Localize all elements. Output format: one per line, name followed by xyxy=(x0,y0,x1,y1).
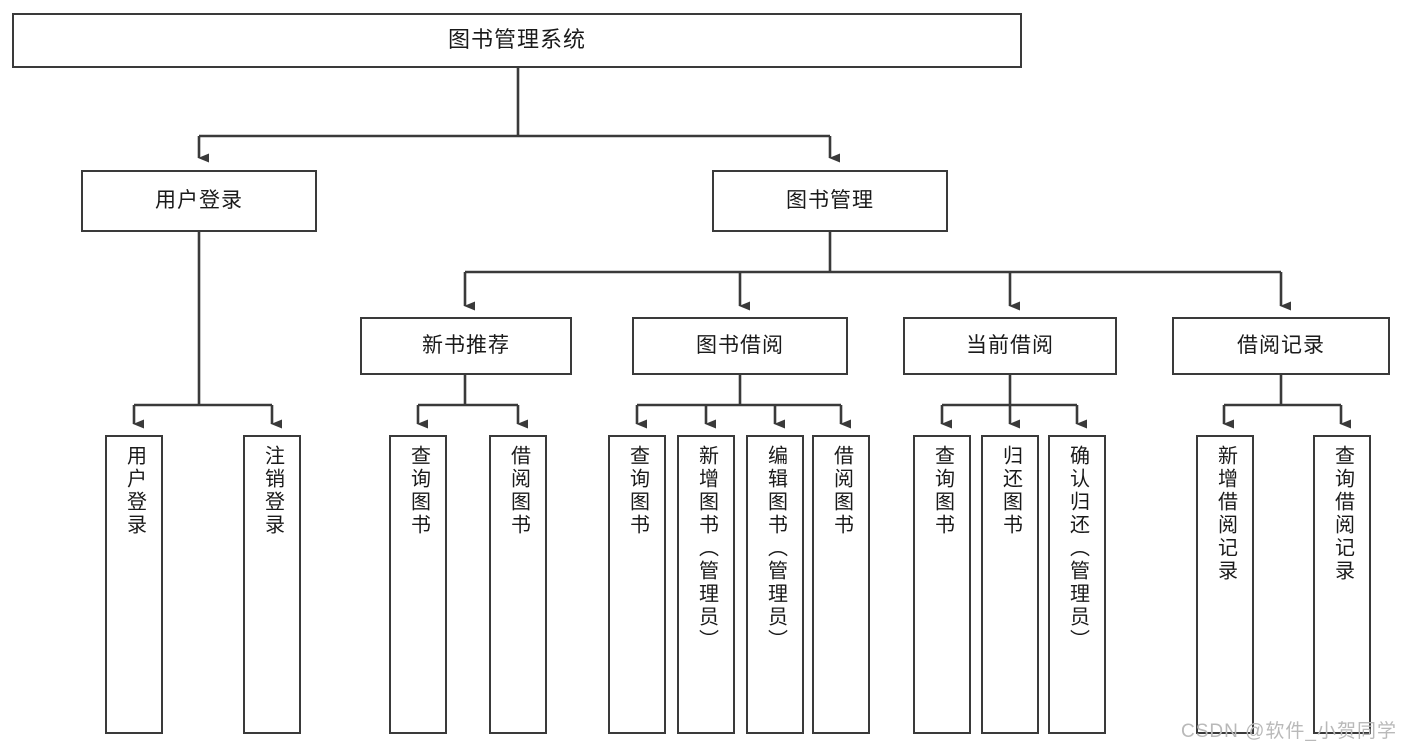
leaf-query-book-current[interactable]: 查询图书 xyxy=(913,435,971,734)
node-book-borrow[interactable]: 图书借阅 xyxy=(632,317,848,375)
leaf-label: 编辑图书（管理员） xyxy=(764,445,787,652)
node-label: 图书借阅 xyxy=(696,334,784,358)
node-label: 图书管理 xyxy=(786,189,874,213)
leaf-user-logout[interactable]: 注销登录 xyxy=(243,435,301,734)
leaf-query-book-new-rec[interactable]: 查询图书 xyxy=(389,435,447,734)
leaf-label: 查询图书 xyxy=(931,445,954,537)
leaf-label: 确认归还（管理员） xyxy=(1066,445,1089,652)
leaf-label: 查询图书 xyxy=(407,445,430,537)
leaf-label: 查询借阅记录 xyxy=(1331,445,1354,583)
leaf-borrow-book-new-rec[interactable]: 借阅图书 xyxy=(489,435,547,734)
leaf-add-book-admin[interactable]: 新增图书（管理员） xyxy=(677,435,735,734)
node-borrow-record[interactable]: 借阅记录 xyxy=(1172,317,1390,375)
leaf-query-borrow-record[interactable]: 查询借阅记录 xyxy=(1313,435,1371,734)
node-label: 借阅记录 xyxy=(1237,334,1325,358)
leaf-label: 新增图书（管理员） xyxy=(695,445,718,652)
leaf-edit-book-admin[interactable]: 编辑图书（管理员） xyxy=(746,435,804,734)
node-new-book-recommendation[interactable]: 新书推荐 xyxy=(360,317,572,375)
leaf-query-book-borrow[interactable]: 查询图书 xyxy=(608,435,666,734)
leaf-borrow-book-borrow[interactable]: 借阅图书 xyxy=(812,435,870,734)
node-label: 用户登录 xyxy=(155,189,243,213)
leaf-add-borrow-record[interactable]: 新增借阅记录 xyxy=(1196,435,1254,734)
leaf-label: 借阅图书 xyxy=(830,445,853,537)
leaf-return-book[interactable]: 归还图书 xyxy=(981,435,1039,734)
node-label: 当前借阅 xyxy=(966,334,1054,358)
csdn-watermark: CSDN @软件_小贺同学 xyxy=(1181,721,1397,742)
leaf-label: 注销登录 xyxy=(261,445,284,537)
leaf-label: 新增借阅记录 xyxy=(1214,445,1237,583)
leaf-label: 查询图书 xyxy=(626,445,649,537)
node-book-management[interactable]: 图书管理 xyxy=(712,170,948,232)
leaf-label: 借阅图书 xyxy=(507,445,530,537)
leaf-label: 用户登录 xyxy=(123,445,146,537)
node-current-borrow[interactable]: 当前借阅 xyxy=(903,317,1117,375)
leaf-user-login[interactable]: 用户登录 xyxy=(105,435,163,734)
node-label: 图书管理系统 xyxy=(447,27,586,53)
node-root-book-management-system[interactable]: 图书管理系统 xyxy=(12,13,1022,68)
node-label: 新书推荐 xyxy=(422,334,510,358)
node-user-login[interactable]: 用户登录 xyxy=(81,170,317,232)
leaf-label: 归还图书 xyxy=(999,445,1022,537)
leaf-confirm-return-admin[interactable]: 确认归还（管理员） xyxy=(1048,435,1106,734)
